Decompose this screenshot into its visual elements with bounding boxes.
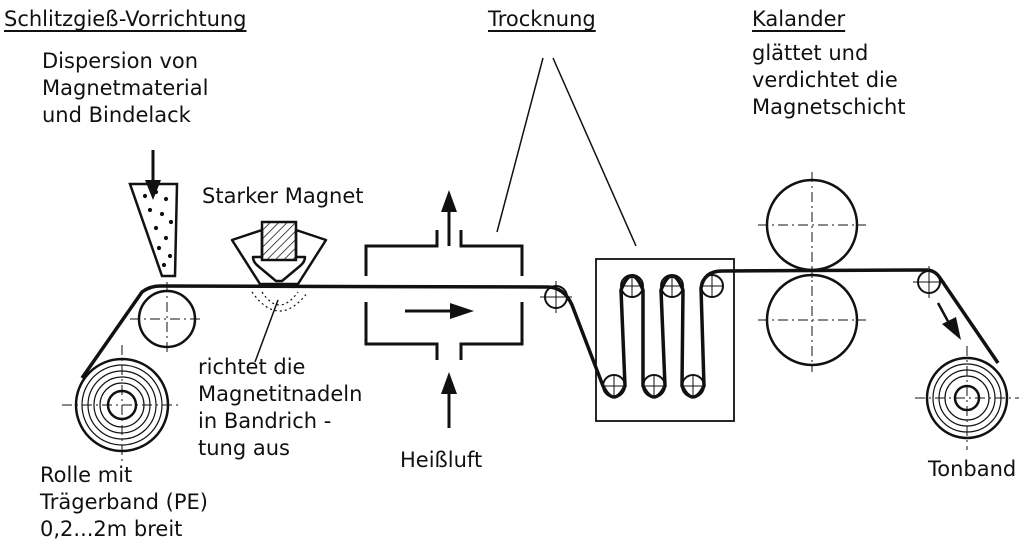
hot-air-out-arrow (441, 190, 457, 246)
calender-line: Magnetschicht (752, 95, 906, 119)
supply-roll-line: 0,2...2m breit (40, 517, 183, 541)
tape-path (80, 268, 1000, 399)
magnet-note-line: Magnetitnadeln (198, 382, 363, 406)
magnet-note: richtet die Magnetitnadeln in Bandrich -… (198, 354, 362, 462)
drying-title: Trocknung (488, 7, 596, 31)
magnet-note-line: tung aus (198, 436, 290, 460)
dryer-flow-arrow (405, 303, 474, 319)
supply-roll-label: Rolle mit Trägerband (PE) 0,2...2m breit (40, 462, 208, 543)
slot-die-line: Dispersion von (42, 49, 199, 73)
calender-description: glättet und verdichtet die Magnetschicht (752, 40, 906, 121)
supply-roll-line: Trägerband (PE) (40, 490, 208, 514)
calender-line: glättet und (752, 41, 869, 65)
casting-roller (130, 282, 204, 356)
slot-die-line: Magnetmaterial (42, 76, 209, 100)
dryer-housing (364, 230, 524, 360)
magnet-title: Starker Magnet (202, 184, 364, 208)
magnet-note-line: in Bandrich - (198, 409, 332, 433)
feed-arrow (145, 150, 161, 200)
hot-air-in-arrow (441, 372, 457, 428)
drying-leader-lines (496, 57, 637, 247)
calender-line: verdichtet die (752, 68, 898, 92)
supply-roll-line: Rolle mit (40, 463, 133, 487)
take-up-roll (915, 346, 1019, 450)
slot-die-hopper (128, 182, 179, 278)
calender-title: Kalander (752, 7, 846, 31)
tape-direction-arrow (936, 302, 961, 340)
slot-die-description: Dispersion von Magnetmaterial und Bindel… (42, 48, 208, 129)
hot-air-label: Heißluft (400, 448, 483, 472)
slot-die-line: und Bindelack (42, 103, 191, 127)
magnet-note-line: richtet die (198, 355, 306, 379)
tape-label: Tonband (928, 457, 1017, 481)
strong-magnet (230, 220, 328, 363)
supply-roll (62, 345, 182, 465)
slot-die-title: Schlitzgieß-Vorrichtung (4, 7, 247, 31)
